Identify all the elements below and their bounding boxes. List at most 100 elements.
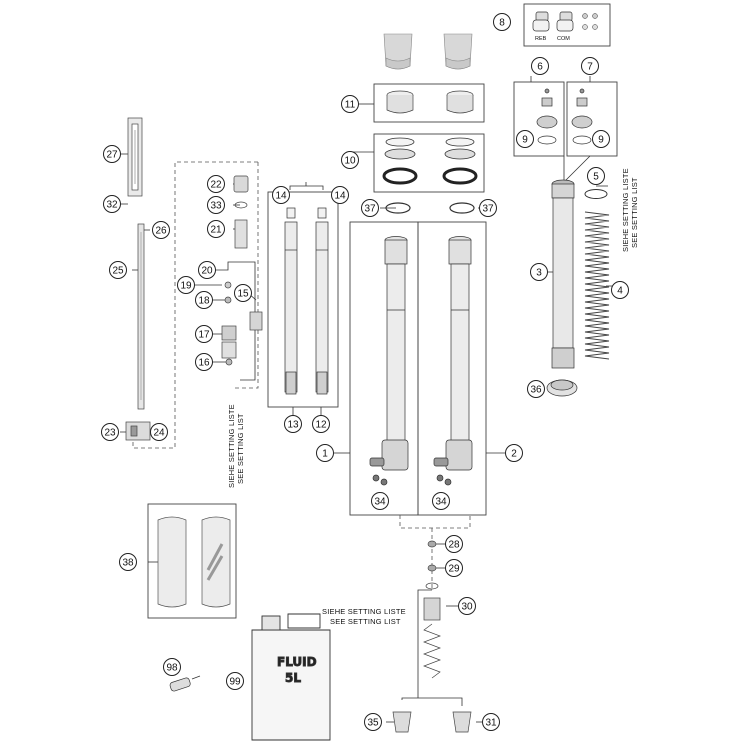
svg-text:8: 8 — [499, 18, 505, 29]
svg-text:17: 17 — [198, 330, 210, 341]
svg-text:5: 5 — [593, 172, 599, 183]
frame-part-7 — [566, 81, 618, 157]
top-clamp-stubs — [383, 33, 473, 70]
svg-text:14: 14 — [275, 191, 287, 202]
part-25-rod — [137, 223, 145, 410]
canister-fluid-label: FLUID — [277, 655, 317, 669]
frame-part-8 — [523, 3, 611, 47]
callout-29: 29 — [445, 559, 463, 577]
callout-28: 28 — [445, 535, 463, 553]
parts-12-13-cartridge-tubes — [284, 207, 329, 395]
part-3-air-tube — [551, 179, 575, 369]
part-11-bushings — [386, 90, 474, 114]
svg-text:14: 14 — [334, 191, 346, 202]
callout-21: 21 — [207, 220, 225, 238]
svg-text:9: 9 — [522, 135, 528, 146]
callout-2: 2 — [505, 444, 523, 462]
frame-outer-tube-right — [417, 221, 487, 516]
part-2-outer-tube — [433, 236, 473, 486]
callout-37b: 37 — [479, 199, 497, 217]
reb-label: REB — [535, 36, 547, 42]
svg-text:26: 26 — [155, 226, 167, 237]
callout-17: 17 — [195, 325, 213, 343]
svg-text:24: 24 — [153, 428, 165, 439]
svg-text:22: 22 — [210, 180, 222, 191]
callout-33: 33 — [207, 196, 225, 214]
svg-text:15: 15 — [237, 289, 249, 300]
part-1-outer-tube — [369, 236, 409, 486]
frame-part-38 — [147, 503, 237, 619]
callout-35: 35 — [364, 713, 382, 731]
callout-9b: 9 — [592, 130, 610, 148]
svg-text:1: 1 — [322, 449, 328, 460]
svg-text:33: 33 — [210, 201, 222, 212]
callout-4: 4 — [611, 281, 629, 299]
part-36-piston — [546, 379, 578, 397]
frame-part-11 — [373, 83, 485, 123]
parts-6-7-9-top-caps — [536, 88, 593, 145]
svg-text:4: 4 — [617, 286, 623, 297]
part-38-fork-guards — [157, 516, 231, 608]
svg-text:21: 21 — [210, 225, 222, 236]
callout-26: 26 — [152, 221, 170, 239]
svg-text:10: 10 — [344, 156, 356, 167]
svg-text:6: 6 — [537, 62, 543, 73]
note-bottom: SIEHE SETTING LISTE SEE SETTING LIST — [322, 607, 406, 626]
svg-text:16: 16 — [198, 358, 210, 369]
svg-text:37: 37 — [364, 204, 376, 215]
callout-14a: 14 — [272, 186, 290, 204]
frame-inner-tubes — [267, 191, 339, 408]
group-frames — [147, 3, 618, 619]
part-4-spring — [584, 211, 610, 360]
com-label: COM — [557, 36, 570, 42]
callout-37a: 37 — [361, 199, 379, 217]
note-right-de: SIEHE SETTING LISTE — [621, 168, 630, 252]
frame-outer-tube-left — [349, 221, 419, 516]
part-23-24-base — [125, 421, 151, 441]
svg-text:25: 25 — [112, 266, 124, 277]
svg-text:3: 3 — [536, 268, 542, 279]
svg-text:20: 20 — [201, 266, 213, 277]
callout-32: 32 — [103, 195, 121, 213]
callout-24: 24 — [150, 423, 168, 441]
note-bottom-de: SIEHE SETTING LISTE — [322, 607, 406, 616]
note-right: SIEHE SETTING LISTE SEE SETTING LIST — [621, 168, 639, 252]
svg-text:13: 13 — [287, 420, 299, 431]
frame-part-10 — [373, 133, 485, 193]
svg-text:19: 19 — [180, 281, 192, 292]
callout-34a: 34 — [371, 492, 389, 510]
note-left-de: SIEHE SETTING LISTE — [227, 404, 236, 488]
cartridge-small-parts — [221, 175, 263, 366]
callout-14b: 14 — [331, 186, 349, 204]
svg-text:9: 9 — [598, 135, 604, 146]
part-8-valve-kit: REB COM — [532, 11, 598, 42]
svg-text:32: 32 — [106, 200, 118, 211]
callout-11: 11 — [341, 95, 359, 113]
callout-15: 15 — [234, 284, 252, 302]
callout-1: 1 — [316, 444, 334, 462]
part-5-ring — [584, 189, 608, 199]
callout-22: 22 — [207, 175, 225, 193]
callout-12: 12 — [312, 415, 330, 433]
svg-text:36: 36 — [530, 385, 542, 396]
callout-98: 98 — [163, 658, 181, 676]
part-99-fluid-canister: FLUID 5L — [251, 613, 331, 741]
callout-3: 3 — [530, 263, 548, 281]
svg-text:2: 2 — [511, 449, 517, 460]
callout-27: 27 — [103, 145, 121, 163]
svg-text:31: 31 — [485, 718, 497, 729]
callout-7: 7 — [581, 57, 599, 75]
callout-36: 36 — [527, 380, 545, 398]
svg-text:37: 37 — [482, 204, 494, 215]
callouts: 8 6 7 11 10 9 9 5 27 22 14 14 32 33 37 3… — [101, 13, 629, 731]
callout-13: 13 — [284, 415, 302, 433]
svg-text:11: 11 — [345, 100, 356, 111]
callout-38: 38 — [119, 553, 137, 571]
callout-9a: 9 — [516, 130, 534, 148]
callout-19: 19 — [177, 276, 195, 294]
svg-text:35: 35 — [367, 718, 379, 729]
frame-part-6 — [513, 81, 565, 157]
svg-text:12: 12 — [315, 420, 327, 431]
callout-6: 6 — [531, 57, 549, 75]
